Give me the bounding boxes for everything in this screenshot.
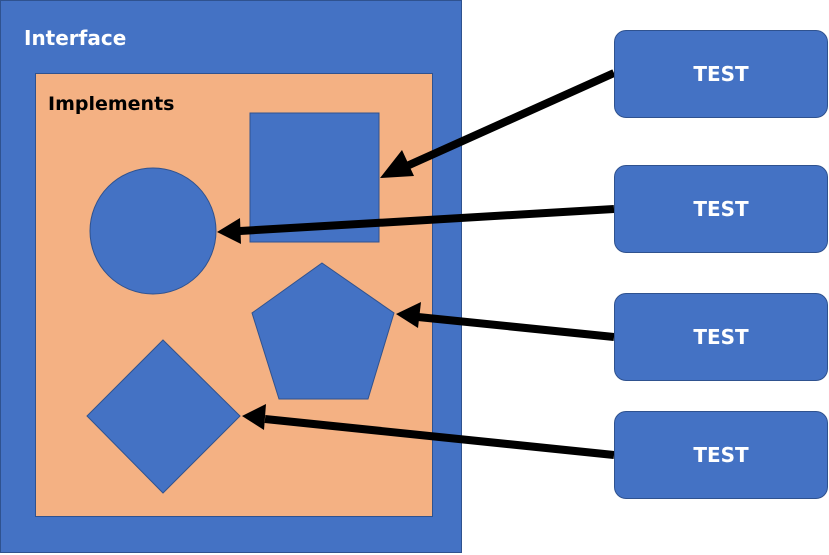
circle-shape [89,167,217,295]
test-box-2: TEST [614,165,828,253]
arrow-2-head [217,218,241,244]
diamond-shape [86,339,241,494]
arrow-2-line [239,205,615,235]
arrow-1-head [380,150,414,178]
pentagon-shape [251,262,395,400]
arrow-4-head [242,404,266,430]
inner-box-label: Implements [48,93,175,115]
arrow-4-line [264,415,615,459]
arrow-1-line [396,69,616,174]
test-box-1: TEST [614,30,828,118]
arrow-3-head [396,302,421,328]
test-box-3: TEST [614,293,828,381]
test-box-4: TEST [614,411,828,499]
outer-box-label: Interface [24,26,127,50]
arrow-3-line [417,313,615,341]
